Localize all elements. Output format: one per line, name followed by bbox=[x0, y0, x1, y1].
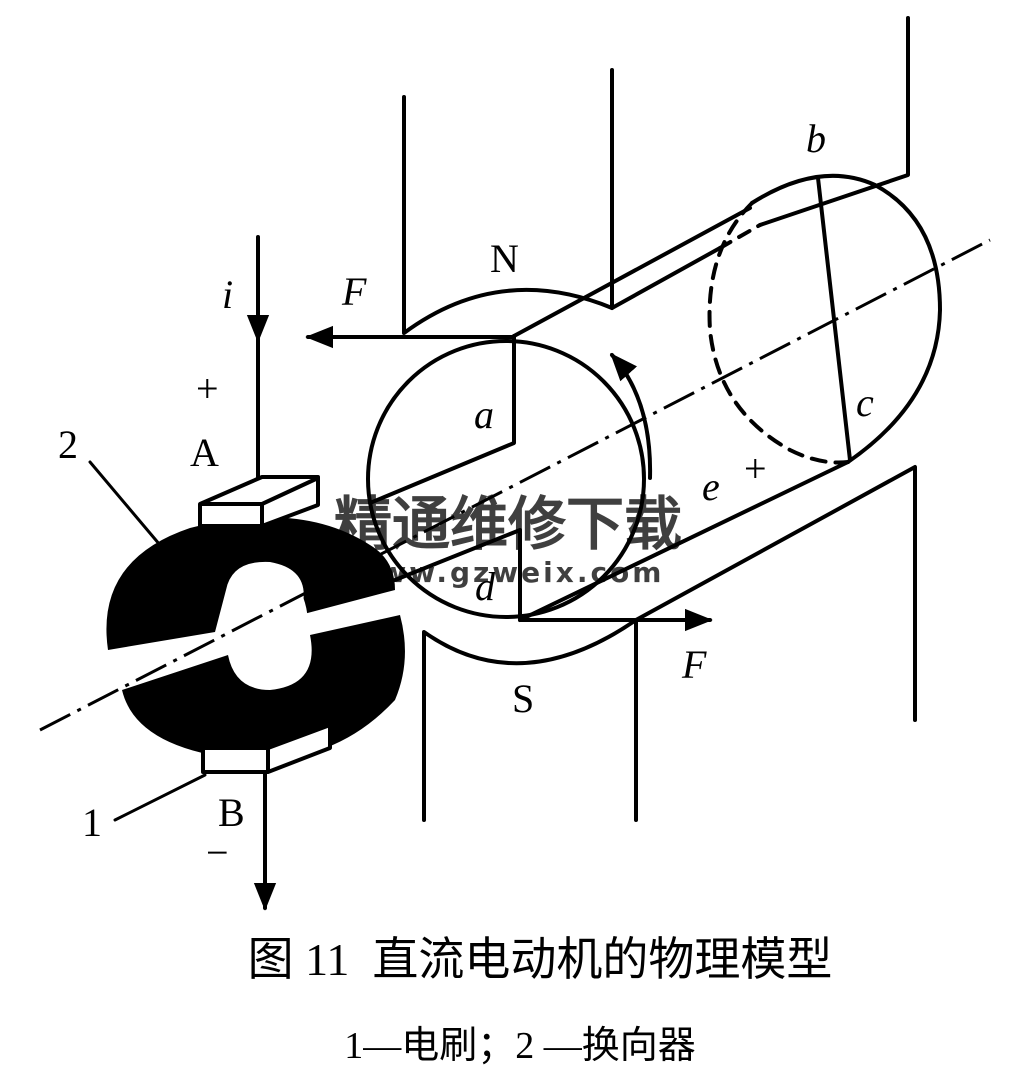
label-terminal-a: A bbox=[190, 430, 219, 475]
label-brush-number: 1 bbox=[82, 800, 102, 845]
coil-conductor-bottom bbox=[393, 528, 522, 622]
label-south-pole: S bbox=[512, 676, 534, 721]
rotation-arrow bbox=[610, 352, 653, 480]
label-plus-sign: + bbox=[196, 366, 219, 411]
label-force-bottom: F bbox=[681, 642, 707, 687]
north-pole-hidden-edge bbox=[718, 223, 762, 250]
north-pole-back-edge bbox=[610, 16, 910, 310]
armature-back-face-hidden bbox=[707, 201, 850, 465]
watermark-title: 精通维修下载 bbox=[334, 490, 682, 558]
label-current-i: i bbox=[222, 272, 233, 317]
commutator bbox=[106, 517, 405, 760]
armature-bottom-edge bbox=[518, 460, 850, 622]
label-coil-b: b bbox=[806, 116, 826, 161]
label-commutator-number: 2 bbox=[58, 422, 78, 467]
label-force-top: F bbox=[341, 269, 367, 314]
armature-front-face bbox=[366, 339, 646, 619]
armature-top-edge bbox=[512, 206, 752, 338]
commutator-lower-segment bbox=[122, 615, 405, 760]
coil-conductor-top bbox=[368, 334, 516, 505]
figure-subcaption: 1—电刷；2 —换向器 bbox=[344, 1025, 696, 1067]
watermark: 精通维修下载 www.gzweix.com bbox=[334, 490, 682, 589]
brush-top bbox=[198, 475, 320, 528]
label-coil-a: a bbox=[474, 392, 494, 437]
shaft-centerline bbox=[39, 238, 991, 732]
armature-back-face bbox=[750, 173, 942, 464]
figure-caption: 图 11 直流电动机的物理模型 bbox=[248, 934, 833, 985]
brush-leader-line bbox=[113, 773, 207, 822]
north-pole-outline bbox=[402, 68, 614, 335]
label-north-pole: N bbox=[490, 236, 519, 281]
brush-bottom bbox=[201, 723, 332, 774]
south-pole-back-edge bbox=[634, 465, 917, 722]
label-emf: e bbox=[702, 464, 720, 509]
label-minus-sign: − bbox=[206, 830, 229, 875]
label-terminal-b: B bbox=[218, 790, 245, 835]
south-pole-outline bbox=[422, 618, 638, 822]
label-coil-c: c bbox=[856, 380, 874, 425]
commutator-bore bbox=[228, 567, 308, 683]
label-emf-sign: + bbox=[744, 446, 767, 491]
label-coil-d: d bbox=[475, 564, 496, 609]
commutator-upper-segment bbox=[106, 517, 396, 650]
commutator-leader-line bbox=[88, 460, 162, 547]
watermark-url: www.gzweix.com bbox=[352, 556, 665, 589]
